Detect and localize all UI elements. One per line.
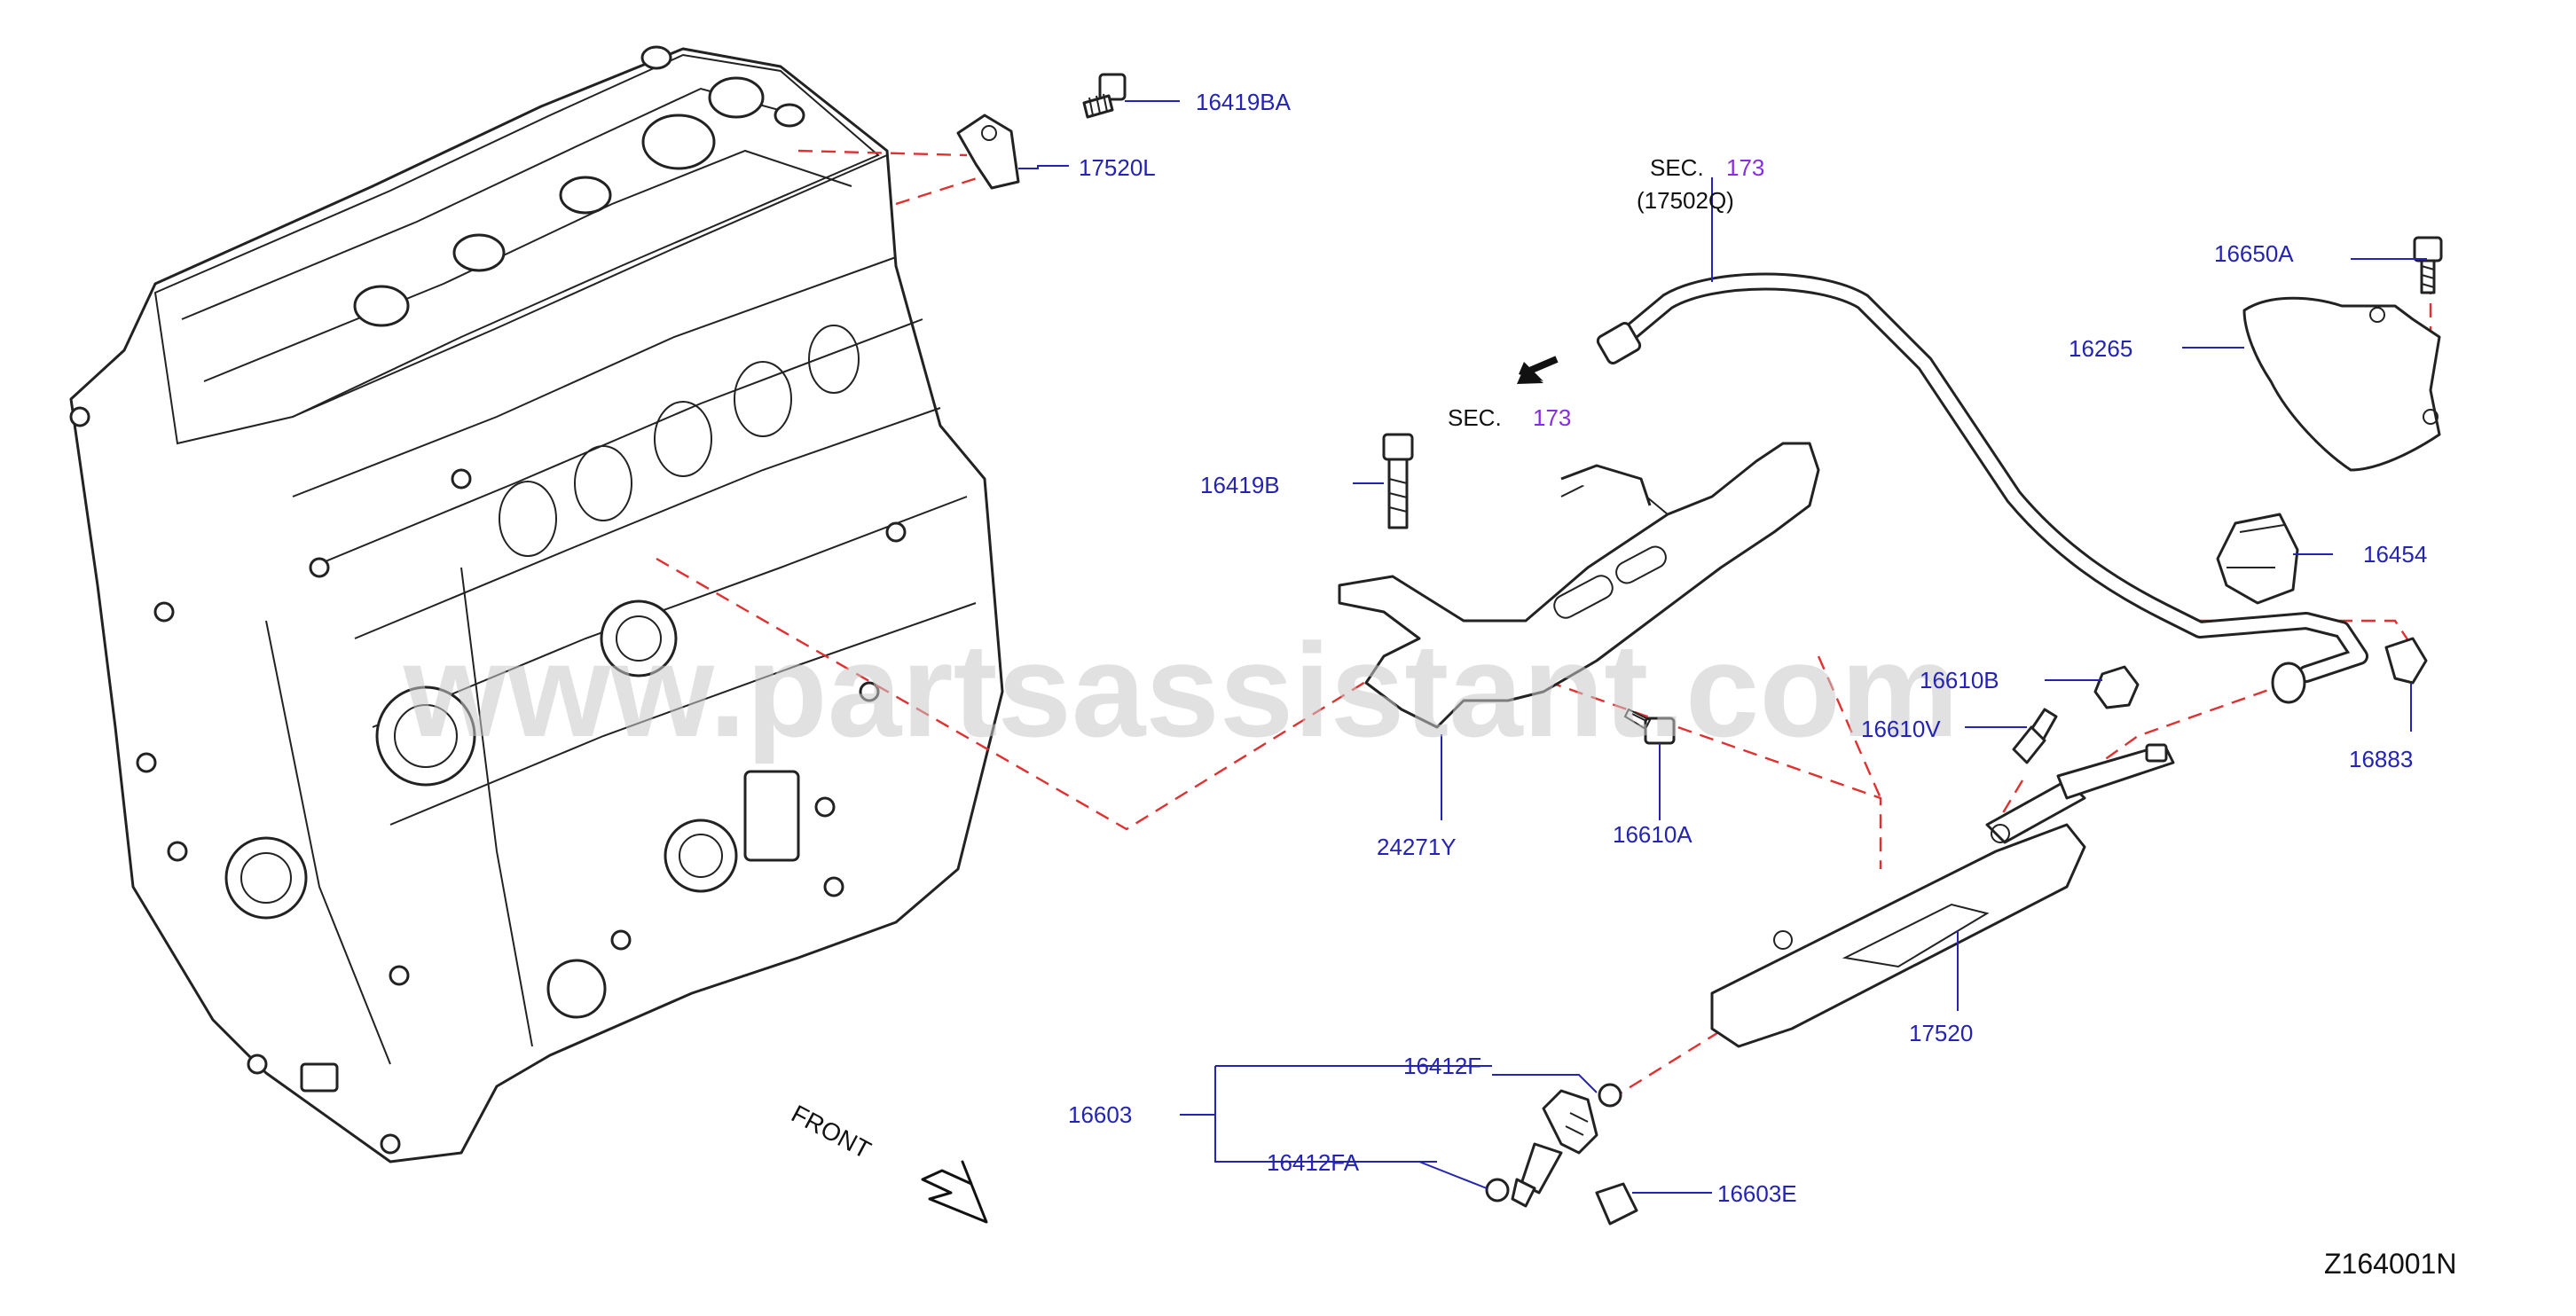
watermark: www.partsassistant.com	[403, 615, 1959, 764]
part-label[interactable]: 16412FA	[1267, 1149, 1360, 1176]
bracket-17520L	[956, 114, 1020, 190]
sec-ref-number[interactable]: 173	[1726, 154, 1764, 181]
part-label[interactable]: 16419B	[1200, 472, 1280, 498]
sec-ref-prefix: SEC.	[1448, 404, 1502, 431]
clip-16603E	[1595, 1182, 1638, 1226]
part-label[interactable]: 17520	[1909, 1020, 1973, 1046]
part-label[interactable]: 16603	[1068, 1101, 1132, 1128]
valve-16610V	[2012, 708, 2058, 764]
clip-16883	[2384, 637, 2428, 685]
sec-arrow-icon	[1517, 356, 1559, 384]
seal-16412FA	[1485, 1178, 1510, 1202]
part-label[interactable]: 16265	[2069, 335, 2132, 362]
sec-ref-number[interactable]: 173	[1533, 404, 1571, 431]
bracket-24271Y	[1338, 442, 1820, 729]
part-label[interactable]: 16454	[2363, 541, 2427, 568]
sec-ref-prefix: SEC.	[1650, 154, 1704, 181]
bolt-16650A	[2413, 236, 2443, 294]
part-label[interactable]: 16650A	[2214, 240, 2294, 267]
part-label[interactable]: 16610V	[1861, 716, 1941, 742]
part-label[interactable]: 16419BA	[1196, 89, 1292, 115]
part-label[interactable]: 16412F	[1403, 1053, 1481, 1079]
fuel-rail-17520	[1710, 743, 2175, 1048]
front-label: FRONT	[787, 1100, 876, 1164]
seal-16412F	[1598, 1083, 1622, 1108]
bolt-16419BA	[1082, 73, 1127, 119]
leader-lines	[1018, 100, 2427, 1194]
part-label[interactable]: 16603E	[1717, 1180, 1797, 1207]
bolt-16419B	[1382, 433, 1414, 529]
injector-16603	[1511, 1089, 1598, 1208]
part-label[interactable]: 16883	[2349, 746, 2413, 772]
front-arrow-icon	[921, 1160, 988, 1224]
part-label[interactable]: 24271Y	[1377, 834, 1457, 860]
part-label[interactable]: 17520L	[1079, 154, 1156, 181]
dashed-relation-lines	[656, 149, 2432, 1101]
engine-block-illustration	[69, 45, 1004, 1163]
heat-shield-16265	[2242, 296, 2441, 472]
part-label[interactable]: 16610A	[1613, 821, 1692, 848]
fuel-feed-tube	[1596, 272, 2368, 704]
diagram-code: Z164001N	[2324, 1248, 2456, 1280]
part-label[interactable]: 16610B	[1920, 667, 1999, 693]
clamp-16454	[2216, 513, 2299, 605]
sec-ref-subpart: (17502Q)	[1637, 187, 1734, 214]
cap-16610B	[2093, 665, 2140, 709]
